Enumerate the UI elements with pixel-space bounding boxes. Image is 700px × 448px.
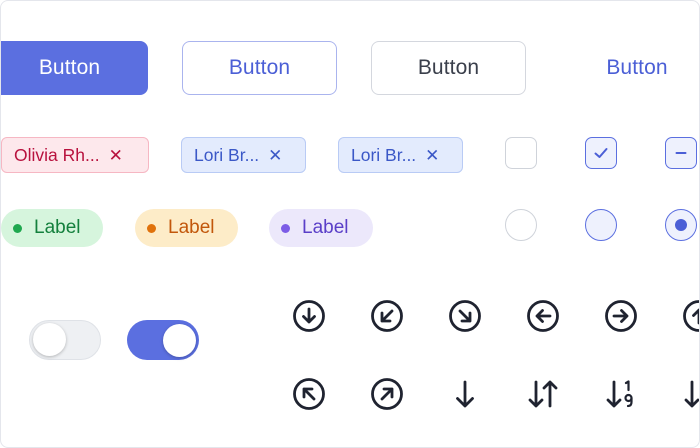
sort-numeric-down-icon (604, 377, 638, 411)
tag-chip: Lori Br... ✕ (338, 137, 463, 173)
link-button[interactable]: Button (606, 56, 668, 79)
arrow-down-icon (448, 377, 482, 411)
secondary-button[interactable]: Button (371, 41, 526, 95)
minus-icon (675, 152, 687, 154)
tag-label: Olivia Rh... (14, 144, 100, 165)
arrow-up-circle-icon (682, 299, 699, 333)
toggle-knob (33, 323, 66, 356)
dot-icon (13, 223, 22, 233)
radio-dot (675, 219, 687, 231)
status-label: Label (1, 209, 103, 247)
toggle-on[interactable] (127, 320, 199, 360)
close-icon[interactable]: ✕ (425, 145, 440, 165)
radio-unselected[interactable] (505, 209, 537, 241)
check-icon (594, 148, 608, 158)
tag-label: Lori Br... (194, 144, 260, 165)
arrow-right-circle-icon (604, 299, 638, 333)
outline-button[interactable]: Button (182, 41, 337, 95)
close-icon[interactable]: ✕ (268, 145, 283, 165)
tag-chip: Lori Br... ✕ (181, 137, 306, 173)
close-icon[interactable]: ✕ (108, 145, 123, 165)
arrow-up-right-circle-icon (370, 377, 404, 411)
radio-hover[interactable] (585, 209, 617, 241)
arrow-down-left-circle-icon (370, 299, 404, 333)
label-text: Label (34, 217, 81, 238)
status-label: Label (269, 209, 373, 247)
tag-label: Lori Br... (351, 144, 417, 165)
arrow-up-left-circle-icon (292, 377, 326, 411)
arrow-down-circle-icon (292, 299, 326, 333)
primary-button[interactable]: Button (1, 41, 148, 95)
arrow-left-circle-icon (526, 299, 560, 333)
arrow-down-right-circle-icon (448, 299, 482, 333)
arrow-down-partial-icon (682, 377, 699, 411)
dot-icon (281, 223, 290, 233)
radio-selected[interactable] (665, 209, 697, 241)
checkbox-indeterminate[interactable] (665, 137, 697, 169)
checkbox-unchecked[interactable] (505, 137, 537, 169)
status-label: Label (135, 209, 238, 247)
toggle-off[interactable] (29, 320, 101, 360)
toggle-knob (163, 323, 196, 357)
label-text: Label (302, 217, 349, 238)
tag-chip: Olivia Rh... ✕ (1, 137, 149, 173)
checkbox-checked[interactable] (585, 137, 617, 169)
dot-icon (147, 223, 156, 233)
arrows-down-up-icon (526, 377, 560, 411)
label-text: Label (168, 217, 215, 238)
